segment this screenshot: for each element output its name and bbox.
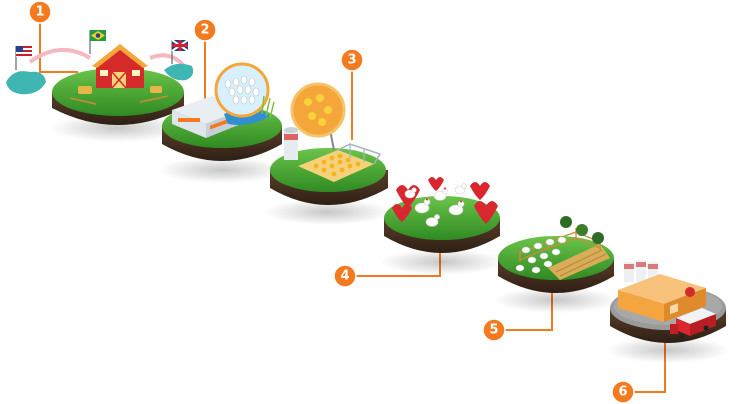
brazil-flag-icon (89, 30, 106, 54)
step-badge-1: 1 (28, 0, 52, 24)
uk-flag-icon (171, 39, 189, 64)
chicken-group-icon (404, 183, 467, 227)
egg-magnifier-icon (214, 62, 270, 118)
step-number-1: 1 (35, 5, 44, 20)
step-badge-5: 5 (482, 318, 506, 342)
delivery-truck-icon (670, 308, 716, 339)
step-number-4: 4 (340, 269, 349, 284)
tree-group-icon (560, 216, 604, 244)
platform-processing-plant (606, 260, 730, 363)
continent-right-icon (164, 63, 194, 81)
step-badge-3: 3 (340, 48, 364, 72)
continent-left-icon (6, 71, 46, 95)
step-number-2: 2 (200, 23, 209, 38)
barn-icon (92, 44, 148, 89)
usa-flag-icon (15, 46, 32, 70)
step-badge-6: 6 (611, 380, 635, 404)
platform-barn (6, 30, 194, 142)
step-badges: 1 2 3 4 5 6 (28, 0, 635, 404)
farm-chicken-group-icon (515, 236, 567, 274)
platform-brooding-house (264, 82, 392, 225)
platform-fenced-farm (494, 216, 618, 313)
step-badge-2: 2 (193, 18, 217, 42)
chick-group-icon (313, 153, 361, 177)
step-badge-4: 4 (333, 264, 357, 288)
step-number-6: 6 (618, 385, 627, 400)
platform-free-range (380, 177, 504, 275)
silo-icon (284, 127, 298, 160)
connector-1 (39, 16, 78, 73)
plant-silo-icon (624, 260, 658, 282)
step-number-5: 5 (489, 323, 498, 338)
factory-building-icon (618, 274, 706, 322)
platform-hatchery (158, 62, 286, 183)
step-number-3: 3 (347, 53, 356, 68)
chick-magnifier-icon (290, 82, 346, 151)
